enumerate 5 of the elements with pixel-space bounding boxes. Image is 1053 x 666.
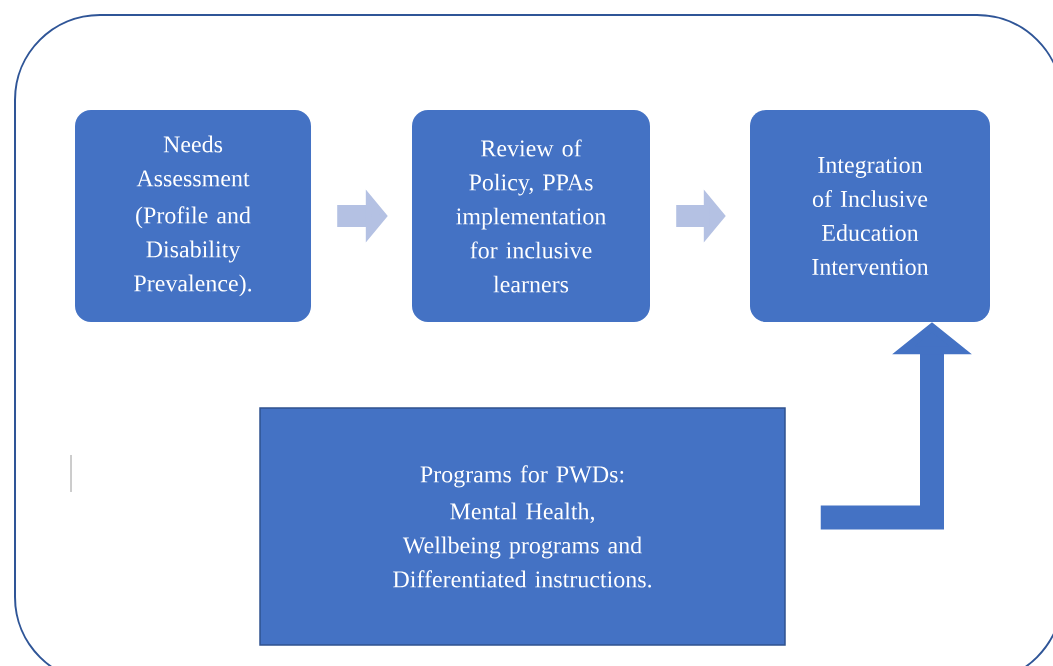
program-box: Programs for PWDs: Mental Health, Wellbeing programs and Differentiated instructions. — [259, 407, 786, 646]
process-box: Needs Assessment (Profile and Disability Prevalence). — [75, 110, 311, 322]
process-box: Review of Policy, PPAs implementation for inclusive learners — [412, 110, 650, 322]
frame-outline — [14, 14, 1053, 666]
process-box: Integration of Inclusive Education Intervention — [750, 110, 990, 322]
